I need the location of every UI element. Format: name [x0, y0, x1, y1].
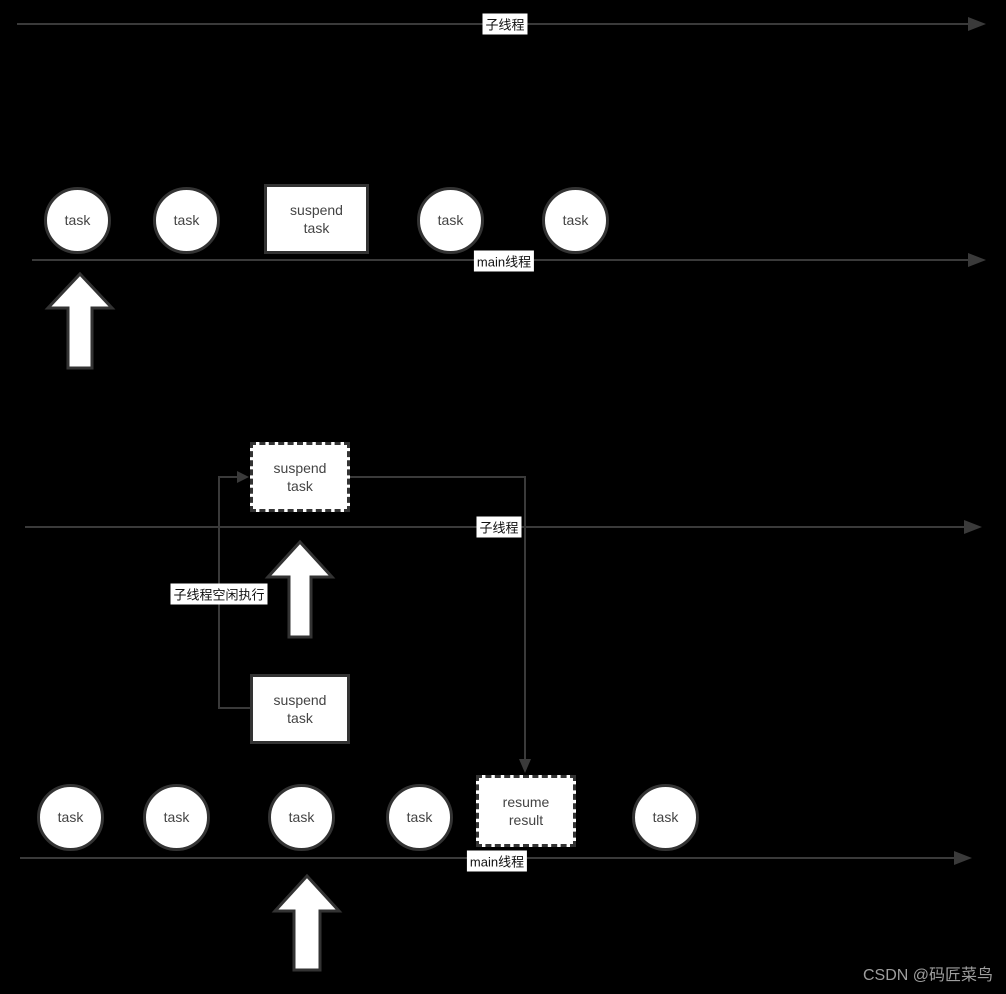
lane-label-main-thread-top: main线程: [473, 250, 535, 272]
big-up-arrow-icon: [264, 539, 336, 639]
resume-result-label: resume result: [502, 793, 550, 828]
suspend-task-box: suspend task: [264, 184, 369, 254]
right-arrowhead-icon: [954, 851, 972, 865]
right-arrowhead-icon: [964, 520, 982, 534]
task-label: task: [652, 809, 679, 826]
suspend-task-label: suspend task: [290, 201, 343, 236]
task-circle: task: [44, 187, 111, 254]
csdn-watermark: CSDN @码匠菜鸟: [862, 967, 993, 984]
task-circle: task: [386, 784, 453, 851]
suspend-task-label: suspend task: [273, 459, 327, 494]
connector-child-to-resume: [349, 476, 531, 773]
lane-label-main-thread-bottom: main线程: [466, 850, 528, 872]
big-up-arrow-icon: [271, 873, 343, 972]
task-label: task: [288, 809, 315, 826]
down-arrowhead-icon: [519, 759, 531, 773]
lane-label-child-thread-top: 子线程: [482, 13, 528, 35]
big-up-arrow-icon: [44, 271, 116, 370]
task-label: task: [406, 809, 433, 826]
lane-label-child-thread-middle: 子线程: [476, 516, 522, 538]
right-arrowhead-icon: [237, 471, 249, 483]
task-label: task: [64, 212, 91, 229]
right-arrowhead-icon: [968, 253, 986, 267]
task-label: task: [562, 212, 589, 229]
task-label: task: [163, 809, 190, 826]
suspend-task-box: suspend task: [250, 674, 350, 744]
task-circle: task: [542, 187, 609, 254]
task-label: task: [173, 212, 200, 229]
task-label: task: [57, 809, 84, 826]
suspend-task-label: suspend task: [273, 691, 327, 726]
task-circle: task: [143, 784, 210, 851]
task-circle: task: [153, 187, 220, 254]
task-circle: task: [632, 784, 699, 851]
task-circle: task: [37, 784, 104, 851]
task-circle: task: [417, 187, 484, 254]
suspend-task-dashed-box: suspend task: [250, 442, 350, 512]
resume-result-dashed-box: resume result: [476, 775, 576, 847]
idle-execution-note: 子线程空闲执行: [170, 583, 268, 605]
task-label: task: [437, 212, 464, 229]
task-circle: task: [268, 784, 335, 851]
right-arrowhead-icon: [968, 17, 986, 31]
